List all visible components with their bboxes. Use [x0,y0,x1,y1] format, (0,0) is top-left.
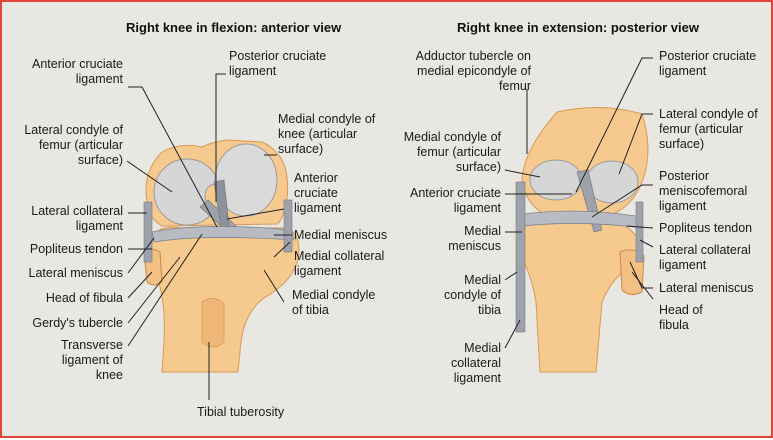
tibia-posterior [517,217,642,372]
label-medial-condyle-of-tibia: Medial condyle of tibia [292,288,382,318]
tibia-bone [151,227,299,372]
tibial-tuberosity-shape [202,298,224,347]
label-transverse-ligament-of-knee: Transverse ligament of knee [43,338,123,383]
posterior-view-title: Right knee in extension: posterior view [457,20,699,35]
label-adductor-tubercle: Adductor tubercle on medial epicondyle o… [396,49,531,94]
label-lateral-condyle-of-femur-posterior: Lateral condyle of femur (articular surf… [659,107,769,152]
label-posterior-meniscofemoral-ligament: Posterior meniscofemoral ligament [659,169,764,214]
lateral-collateral-posterior [636,202,643,262]
posterior-knee-drawing [516,107,648,372]
label-lateral-collateral-ligament: Lateral collateral ligament [13,204,123,234]
label-medial-meniscus: Medial meniscus [294,228,387,243]
label-medial-collateral-ligament-posterior: Medial collateral ligament [426,341,501,386]
label-anterior-cruciate-ligament: Anterior cruciate ligament [3,57,123,87]
medial-collateral-posterior [516,182,525,332]
label-medial-collateral-ligament: Medial collateral ligament [294,249,389,279]
label-head-of-fibula-posterior: Head of fibula [659,303,719,333]
label-popliteus-tendon: Popliteus tendon [30,242,123,257]
label-popliteus-tendon-posterior: Popliteus tendon [659,221,752,236]
label-medial-condyle-of-knee: Medial condyle of knee (articular surfac… [278,112,388,157]
label-head-of-fibula: Head of fibula [46,291,123,306]
label-anterior-cruciate-ligament-posterior: Anterior cruciate ligament [391,186,501,216]
anterior-view-title: Right knee in flexion: anterior view [126,20,341,35]
label-posterior-cruciate-ligament: Posterior cruciate ligament [229,49,349,79]
label-lateral-collateral-ligament-posterior: Lateral collateral ligament [659,243,769,273]
label-lateral-meniscus-posterior: Lateral meniscus [659,281,754,296]
label-lateral-condyle-of-femur: Lateral condyle of femur (articular surf… [0,123,123,168]
label-tibial-tuberosity: Tibial tuberosity [197,405,284,420]
label-lateral-meniscus: Lateral meniscus [29,266,124,281]
label-medial-meniscus-posterior: Medial meniscus [441,224,501,254]
label-medial-condyle-of-tibia-posterior: Medial condyle of tibia [441,273,501,318]
label-posterior-cruciate-ligament-posterior: Posterior cruciate ligament [659,49,769,79]
label-anterior-cruciate-ligament-right: Anterior cruciate ligament [294,171,369,216]
label-gerdys-tubercle: Gerdy's tubercle [32,316,123,331]
label-medial-condyle-of-femur: Medial condyle of femur (articular surfa… [396,130,501,175]
lateral-collateral-band [144,202,152,262]
